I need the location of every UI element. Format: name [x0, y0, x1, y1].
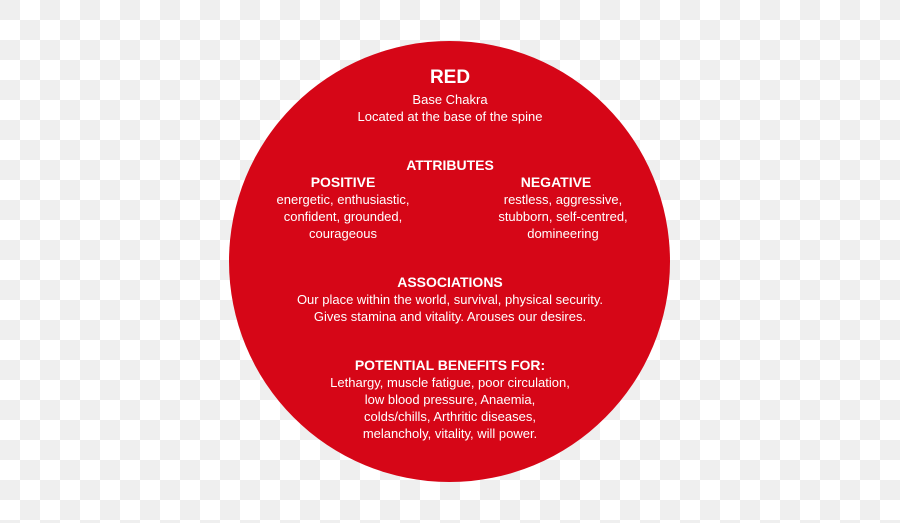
benefits-heading: POTENTIAL BENEFITS FOR:	[354, 357, 546, 373]
negative-line: domineering	[527, 226, 599, 241]
negative-line: stubborn, self-centred,	[498, 209, 628, 224]
positive-heading: POSITIVE	[310, 174, 376, 190]
associations-line: Our place within the world, survival, ph…	[296, 292, 604, 307]
associations-line: Gives stamina and vitality. Arouses our …	[313, 309, 587, 324]
positive-line: courageous	[309, 226, 377, 241]
negative-heading: NEGATIVE	[520, 174, 592, 190]
negative-line: restless, aggressive,	[503, 192, 623, 207]
benefits-line: low blood pressure, Anaemia,	[364, 392, 536, 407]
attributes-heading: ATTRIBUTES	[406, 157, 494, 173]
red-chakra-circle	[229, 41, 670, 482]
benefits-line: Lethargy, muscle fatigue, poor circulati…	[330, 375, 570, 390]
positive-line: confident, grounded,	[283, 209, 403, 224]
positive-line: energetic, enthusiastic,	[276, 192, 410, 207]
benefits-line: melancholy, vitality, will power.	[362, 426, 538, 441]
benefits-line: colds/chills, Arthritic diseases,	[364, 409, 536, 424]
associations-heading: ASSOCIATIONS	[397, 274, 503, 290]
chakra-location: Located at the base of the spine	[357, 109, 543, 124]
chakra-subtitle: Base Chakra	[412, 92, 488, 107]
chakra-title: RED	[429, 67, 471, 88]
